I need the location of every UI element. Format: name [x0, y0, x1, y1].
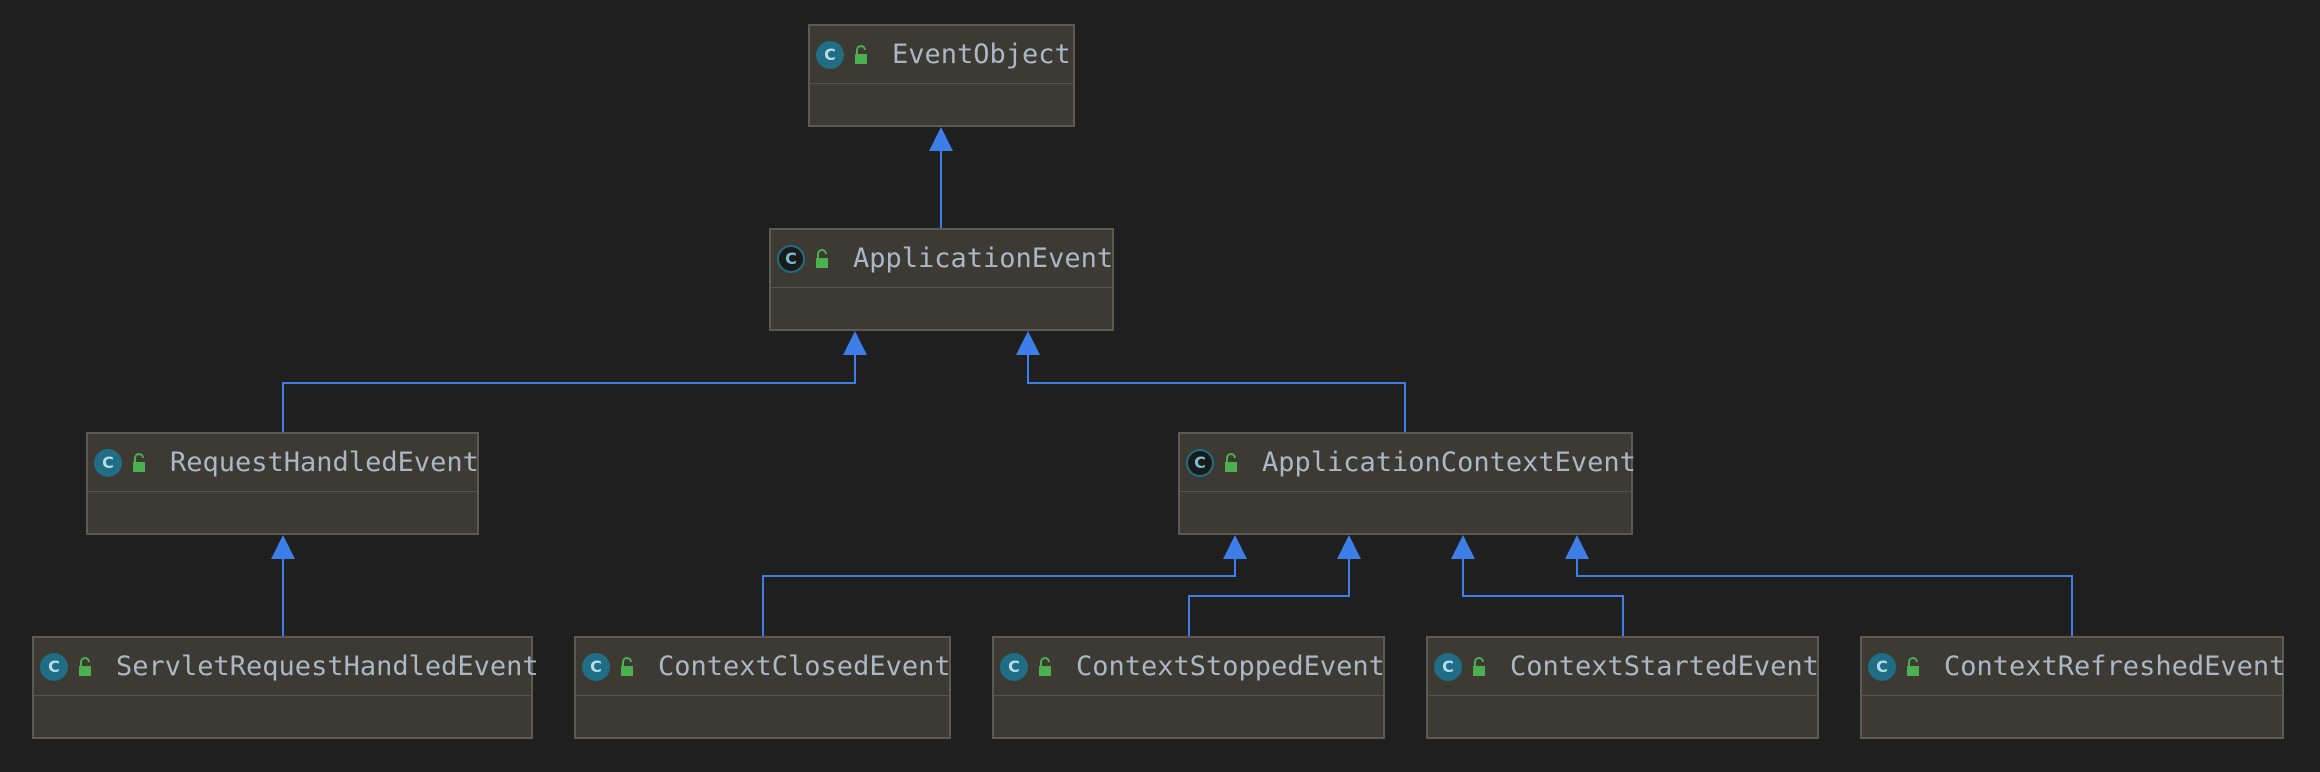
inheritance-arrowhead	[1565, 535, 1589, 559]
class-node-header: C ApplicationContextEvent	[1180, 434, 1636, 492]
inheritance-edge	[762, 559, 1236, 636]
class-node-header: C ContextClosedEvent	[576, 638, 951, 696]
class-node-context-started-event[interactable]: C ContextStartedEvent	[1426, 636, 1819, 739]
class-node-application-event[interactable]: C ApplicationEvent	[769, 228, 1114, 331]
class-icon: C	[1868, 652, 1896, 681]
class-name: EventObject	[892, 39, 1071, 70]
inheritance-arrowhead	[271, 535, 295, 559]
class-name: ContextStoppedEvent	[1076, 651, 1385, 682]
class-node-request-handled-event[interactable]: C RequestHandledEvent	[86, 432, 479, 535]
class-icon: C	[816, 40, 844, 69]
abstract-class-icon: C	[777, 244, 805, 273]
class-node-header: C RequestHandledEvent	[88, 434, 479, 492]
public-lock-icon	[621, 656, 633, 676]
class-node-servlet-request-handled-event[interactable]: C ServletRequestHandledEvent	[32, 636, 539, 739]
class-name: ContextStartedEvent	[1510, 651, 1819, 682]
inheritance-edge	[1027, 355, 1406, 432]
public-lock-icon	[1907, 656, 1919, 676]
public-lock-icon	[79, 656, 91, 676]
class-name: ApplicationContextEvent	[1262, 447, 1636, 478]
class-name: ContextClosedEvent	[658, 651, 951, 682]
public-lock-icon	[1039, 656, 1051, 676]
class-node-event-object[interactable]: C EventObject	[808, 24, 1075, 127]
inheritance-arrowhead	[1016, 331, 1040, 355]
class-node-context-refreshed-event[interactable]: C ContextRefreshedEvent	[1860, 636, 2286, 739]
class-icon: C	[94, 448, 122, 477]
class-name: ServletRequestHandledEvent	[116, 651, 539, 682]
class-icon: C	[1434, 652, 1462, 681]
class-node-header: C ApplicationEvent	[771, 230, 1114, 288]
class-name: ApplicationEvent	[853, 243, 1114, 274]
class-node-header: C ContextStartedEvent	[1428, 638, 1819, 696]
inheritance-arrowhead	[1451, 535, 1475, 559]
class-icon: C	[582, 652, 610, 681]
public-lock-icon	[133, 452, 145, 472]
class-node-context-stopped-event[interactable]: C ContextStoppedEvent	[992, 636, 1385, 739]
public-lock-icon	[1225, 452, 1237, 472]
class-node-header: C ServletRequestHandledEvent	[34, 638, 539, 696]
class-node-application-context-event[interactable]: C ApplicationContextEvent	[1178, 432, 1636, 535]
class-node-header: C ContextRefreshedEvent	[1862, 638, 2286, 696]
class-name: ContextRefreshedEvent	[1944, 651, 2286, 682]
class-node-context-closed-event[interactable]: C ContextClosedEvent	[574, 636, 951, 739]
public-lock-icon	[1473, 656, 1485, 676]
class-node-header: C ContextStoppedEvent	[994, 638, 1385, 696]
abstract-class-icon: C	[1186, 448, 1214, 477]
class-name: RequestHandledEvent	[170, 447, 479, 478]
public-lock-icon	[855, 44, 867, 64]
class-node-header: C EventObject	[810, 26, 1073, 84]
class-icon: C	[40, 652, 68, 681]
inheritance-arrowhead	[1223, 535, 1247, 559]
inheritance-arrowhead	[843, 331, 867, 355]
inheritance-edge	[1462, 559, 1624, 636]
inheritance-edge	[1576, 559, 2073, 636]
inheritance-arrowhead	[1337, 535, 1361, 559]
inheritance-edge	[1188, 559, 1350, 636]
class-icon: C	[1000, 652, 1028, 681]
inheritance-arrowhead	[929, 127, 953, 151]
inheritance-edge	[282, 355, 856, 432]
public-lock-icon	[816, 248, 828, 268]
